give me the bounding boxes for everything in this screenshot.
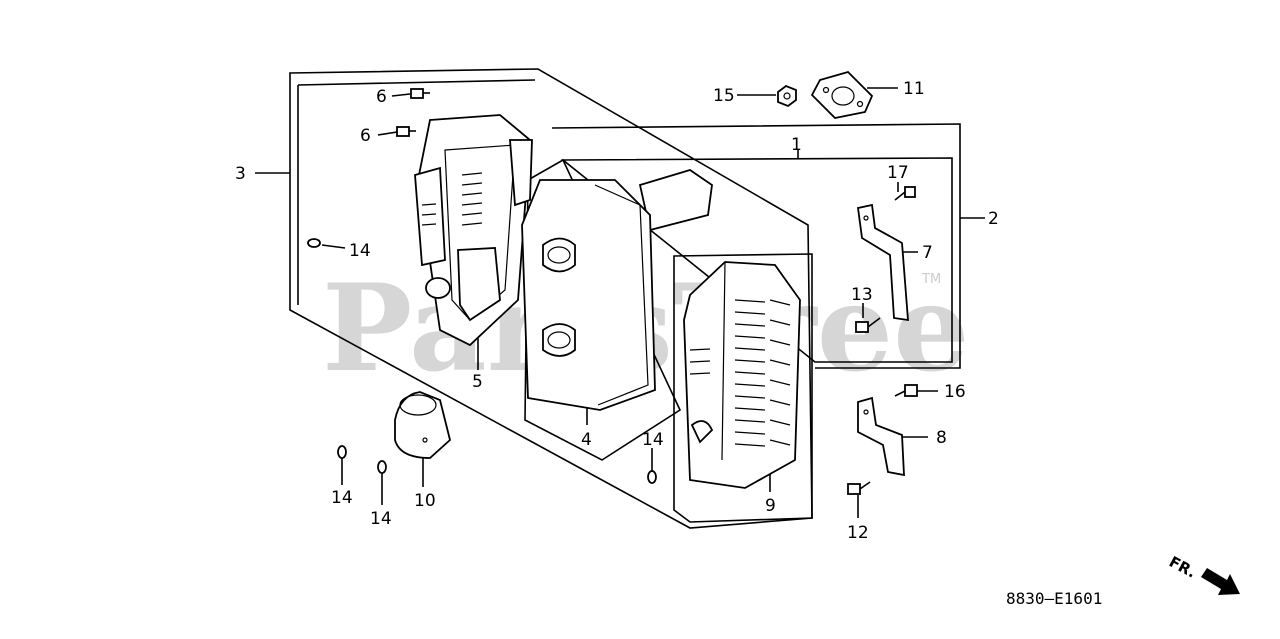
callout-16: 16: [944, 382, 966, 402]
screw-14d: [647, 470, 657, 484]
callout-15: 15: [713, 86, 735, 106]
callout-12: 12: [847, 523, 869, 543]
callout-17: 17: [887, 163, 909, 183]
callout-14b: 14: [331, 488, 353, 508]
callout-13: 13: [851, 285, 873, 305]
bolt-17: [894, 186, 916, 201]
callout-14d: 14: [642, 430, 664, 450]
callout-1: 1: [791, 135, 802, 155]
callout-6a: 6: [376, 87, 387, 107]
diagram-code: 8830—E1601: [1006, 589, 1102, 608]
screw-14b: [337, 445, 347, 459]
callout-9: 9: [765, 496, 776, 516]
callout-8: 8: [936, 428, 947, 448]
group-outline-2: [551, 123, 961, 369]
callout-5: 5: [472, 372, 483, 392]
bracket-lower-part: [857, 396, 905, 477]
callout-4: 4: [581, 430, 592, 450]
bolt-16: [894, 384, 918, 397]
muffler-part: [521, 169, 713, 411]
bolt-12: [847, 481, 871, 495]
screw-14a: [307, 238, 321, 248]
callout-3: 3: [235, 164, 246, 184]
front-label: FR.: [1166, 553, 1199, 582]
front-direction-indicator: FR.: [1166, 553, 1240, 595]
screw-14c: [377, 460, 387, 474]
callout-14c: 14: [370, 509, 392, 529]
gasket-part: [810, 70, 874, 119]
callout-6b: 6: [360, 126, 371, 146]
watermark-tm: TM: [921, 272, 941, 287]
nut-part: [777, 84, 797, 108]
callout-2: 2: [988, 209, 999, 229]
bolt-6b: [396, 126, 416, 137]
bracket-part: [856, 203, 909, 322]
callout-14a: 14: [349, 241, 371, 261]
bolt-6a: [410, 88, 430, 99]
callout-7: 7: [922, 243, 933, 263]
front-arrow-icon: [1201, 568, 1240, 595]
muffler-cover-part: [683, 261, 801, 489]
callout-10: 10: [414, 491, 436, 511]
callout-11: 11: [903, 79, 925, 99]
bolt-13: [855, 317, 881, 333]
muffler-protector-part: [414, 114, 533, 347]
spark-arrester-cap-part: [394, 391, 452, 459]
